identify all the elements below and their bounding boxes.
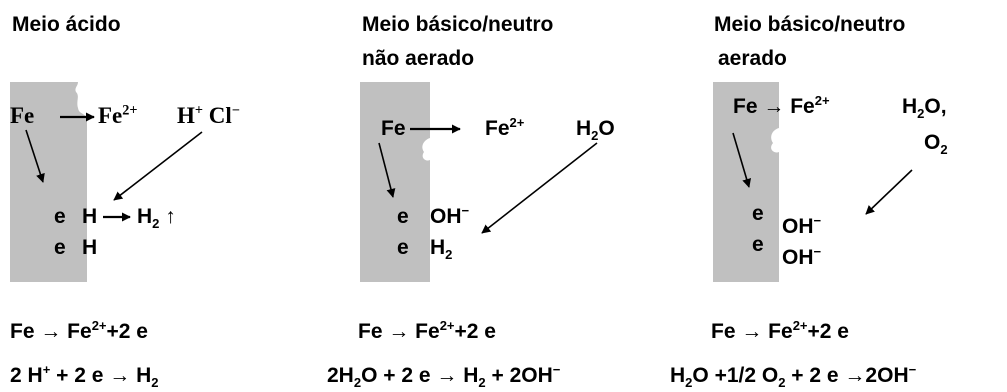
label-oh-basic: OH− xyxy=(430,203,470,228)
label-h2o-aerated: H2O, xyxy=(902,95,947,122)
label-electron-aerated-2: e xyxy=(752,233,764,256)
arrow-hcl-to-h-acid xyxy=(113,131,203,201)
panel-title-basic-aerated-line2: aerado xyxy=(718,47,787,70)
arrow-fe-to-electrons-acid xyxy=(25,129,45,183)
equation-basic-aerated-1: Fe → Fe2++2 e xyxy=(711,318,849,343)
label-oh-aerated-2: OH− xyxy=(782,244,822,269)
panel-title-basic-aerated-line1: Meio básico/neutro xyxy=(714,13,906,36)
label-fe2-basic: Fe2+ xyxy=(485,115,525,140)
label-electron-acid-2: e xyxy=(54,236,66,259)
equation-basic-aerated-2: H2O +1/2 O2 + 2 e →2OH− xyxy=(670,362,917,391)
iron-plate-basic-unaerated xyxy=(360,82,430,282)
label-fe-acid: Fe xyxy=(10,103,35,128)
panel-title-basic-unaerated-line2: não aerado xyxy=(362,47,475,70)
label-h2o-basic: H2O xyxy=(576,117,615,144)
equation-acid-1: Fe → Fe2++2 e xyxy=(10,318,148,343)
iron-plate-acid xyxy=(10,82,87,282)
label-o2-aerated: O2 xyxy=(924,131,948,158)
label-fe-reaction-aerated: Fe → Fe2+ xyxy=(733,93,830,118)
arrow-o2-to-oh-aerated xyxy=(865,169,913,215)
label-h2-basic: H2 xyxy=(430,236,453,263)
label-oh-aerated-1: OH− xyxy=(782,213,822,238)
label-fe2-acid: Fe2+ xyxy=(98,102,138,128)
equation-acid-2: 2 H+ + 2 e → H2 xyxy=(10,362,159,391)
label-h-atom-acid-2: H xyxy=(82,236,98,259)
arrow-fe-to-electrons-aerated xyxy=(732,132,752,188)
panel-title-basic-unaerated-line1: Meio básico/neutro xyxy=(362,13,554,36)
arrow-fe-to-electrons-basic xyxy=(378,142,396,198)
label-h2-gas-acid: H2 ↑ xyxy=(137,205,176,232)
arrow-h2o-to-oh-basic xyxy=(481,142,598,234)
label-electron-acid-1: e xyxy=(54,205,66,228)
label-fe-basic: Fe xyxy=(381,117,406,140)
label-hcl-acid: H+ Cl− xyxy=(177,102,240,128)
equation-basic-unaerated-2: 2H2O + 2 e → H2 + 2OH− xyxy=(327,362,561,391)
label-electron-basic-2: e xyxy=(397,236,409,259)
label-electron-aerated-1: e xyxy=(752,202,764,225)
panel-title-acid: Meio ácido xyxy=(12,13,121,36)
label-electron-basic-1: e xyxy=(397,205,409,228)
equation-basic-unaerated-1: Fe → Fe2++2 e xyxy=(358,318,496,343)
label-h-atom-acid-1: H xyxy=(82,205,98,228)
